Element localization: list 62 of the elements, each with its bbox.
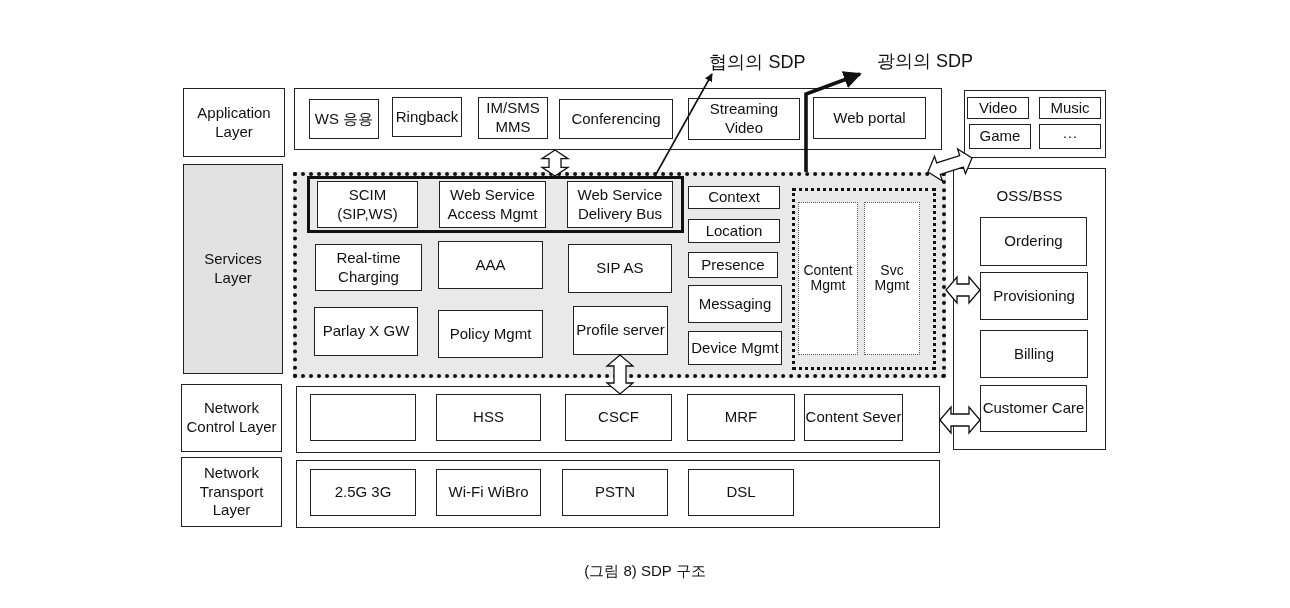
pointer-arrow [804, 71, 862, 172]
layer-panel [296, 460, 940, 528]
component-box: IM/SMS MMS [478, 97, 548, 139]
component-box: Ringback [392, 97, 462, 137]
component-box: Music [1039, 97, 1101, 119]
component-box: Web Service Access Mgmt [439, 181, 546, 228]
layer-label-box: Services Layer [183, 164, 283, 374]
component-box: MRF [687, 394, 795, 441]
layer-label-box: Application Layer [183, 88, 285, 157]
component-box: ··· [1039, 124, 1101, 149]
double-arrow [605, 354, 635, 395]
component-box: Web portal [813, 97, 926, 139]
component-box: Presence [688, 252, 778, 278]
layer-panel [964, 90, 1106, 158]
component-box: Content Sever [804, 394, 903, 441]
component-box: CSCF [565, 394, 672, 441]
dotted-group-box [792, 188, 936, 370]
layer-panel [294, 88, 942, 150]
dotted-region [293, 172, 946, 378]
annotation-label: 광의의 SDP [850, 48, 1000, 74]
component-box [310, 394, 416, 441]
component-box: SIP AS [568, 244, 672, 293]
component-box: Video [967, 97, 1029, 119]
component-box: Parlay X GW [314, 307, 418, 356]
component-box: Conferencing [559, 99, 673, 139]
boundary-box [307, 176, 684, 233]
double-arrow [927, 147, 973, 183]
component-box: PSTN [562, 469, 668, 516]
component-box: Context [688, 186, 780, 209]
component-box: AAA [438, 241, 543, 289]
component-box: WS 응용 [309, 99, 379, 139]
component-box: HSS [436, 394, 541, 441]
layer-panel [296, 386, 940, 453]
component-box: Device Mgmt [688, 331, 782, 365]
component-box: Ordering [980, 217, 1087, 266]
component-box: Game [969, 124, 1031, 149]
figure-caption: (그림 8) SDP 구조 [583, 562, 707, 581]
component-box: Provisioning [980, 272, 1088, 320]
component-box: Billing [980, 330, 1088, 378]
component-box: Web Service Delivery Bus [567, 181, 673, 228]
layer-label-box: Network Control Layer [181, 384, 282, 452]
component-box: Profile server [573, 306, 668, 355]
component-box: Real-time Charging [315, 244, 422, 291]
annotation-label: 협의의 SDP [690, 50, 825, 74]
component-box: Location [688, 219, 780, 243]
layer-label-box: Network Transport Layer [181, 457, 282, 527]
component-column: Content Mgmt [798, 202, 858, 355]
double-arrow [945, 275, 981, 305]
layer-panel [953, 168, 1106, 450]
component-column: Svc Mgmt [864, 202, 920, 355]
double-arrow [539, 149, 571, 177]
pointer-arrow [654, 73, 713, 177]
double-arrow [939, 405, 981, 435]
component-box: Streaming Video [688, 98, 800, 140]
component-box: DSL [688, 469, 794, 516]
component-box: SCIM (SIP,WS) [317, 181, 418, 228]
component-box: 2.5G 3G [310, 469, 416, 516]
component-box: Policy Mgmt [438, 310, 543, 358]
component-box: Messaging [688, 285, 782, 323]
component-box: Customer Care [980, 385, 1087, 432]
component-box: Wi-Fi WiBro [436, 469, 541, 516]
panel-heading: OSS/BSS [995, 187, 1064, 204]
